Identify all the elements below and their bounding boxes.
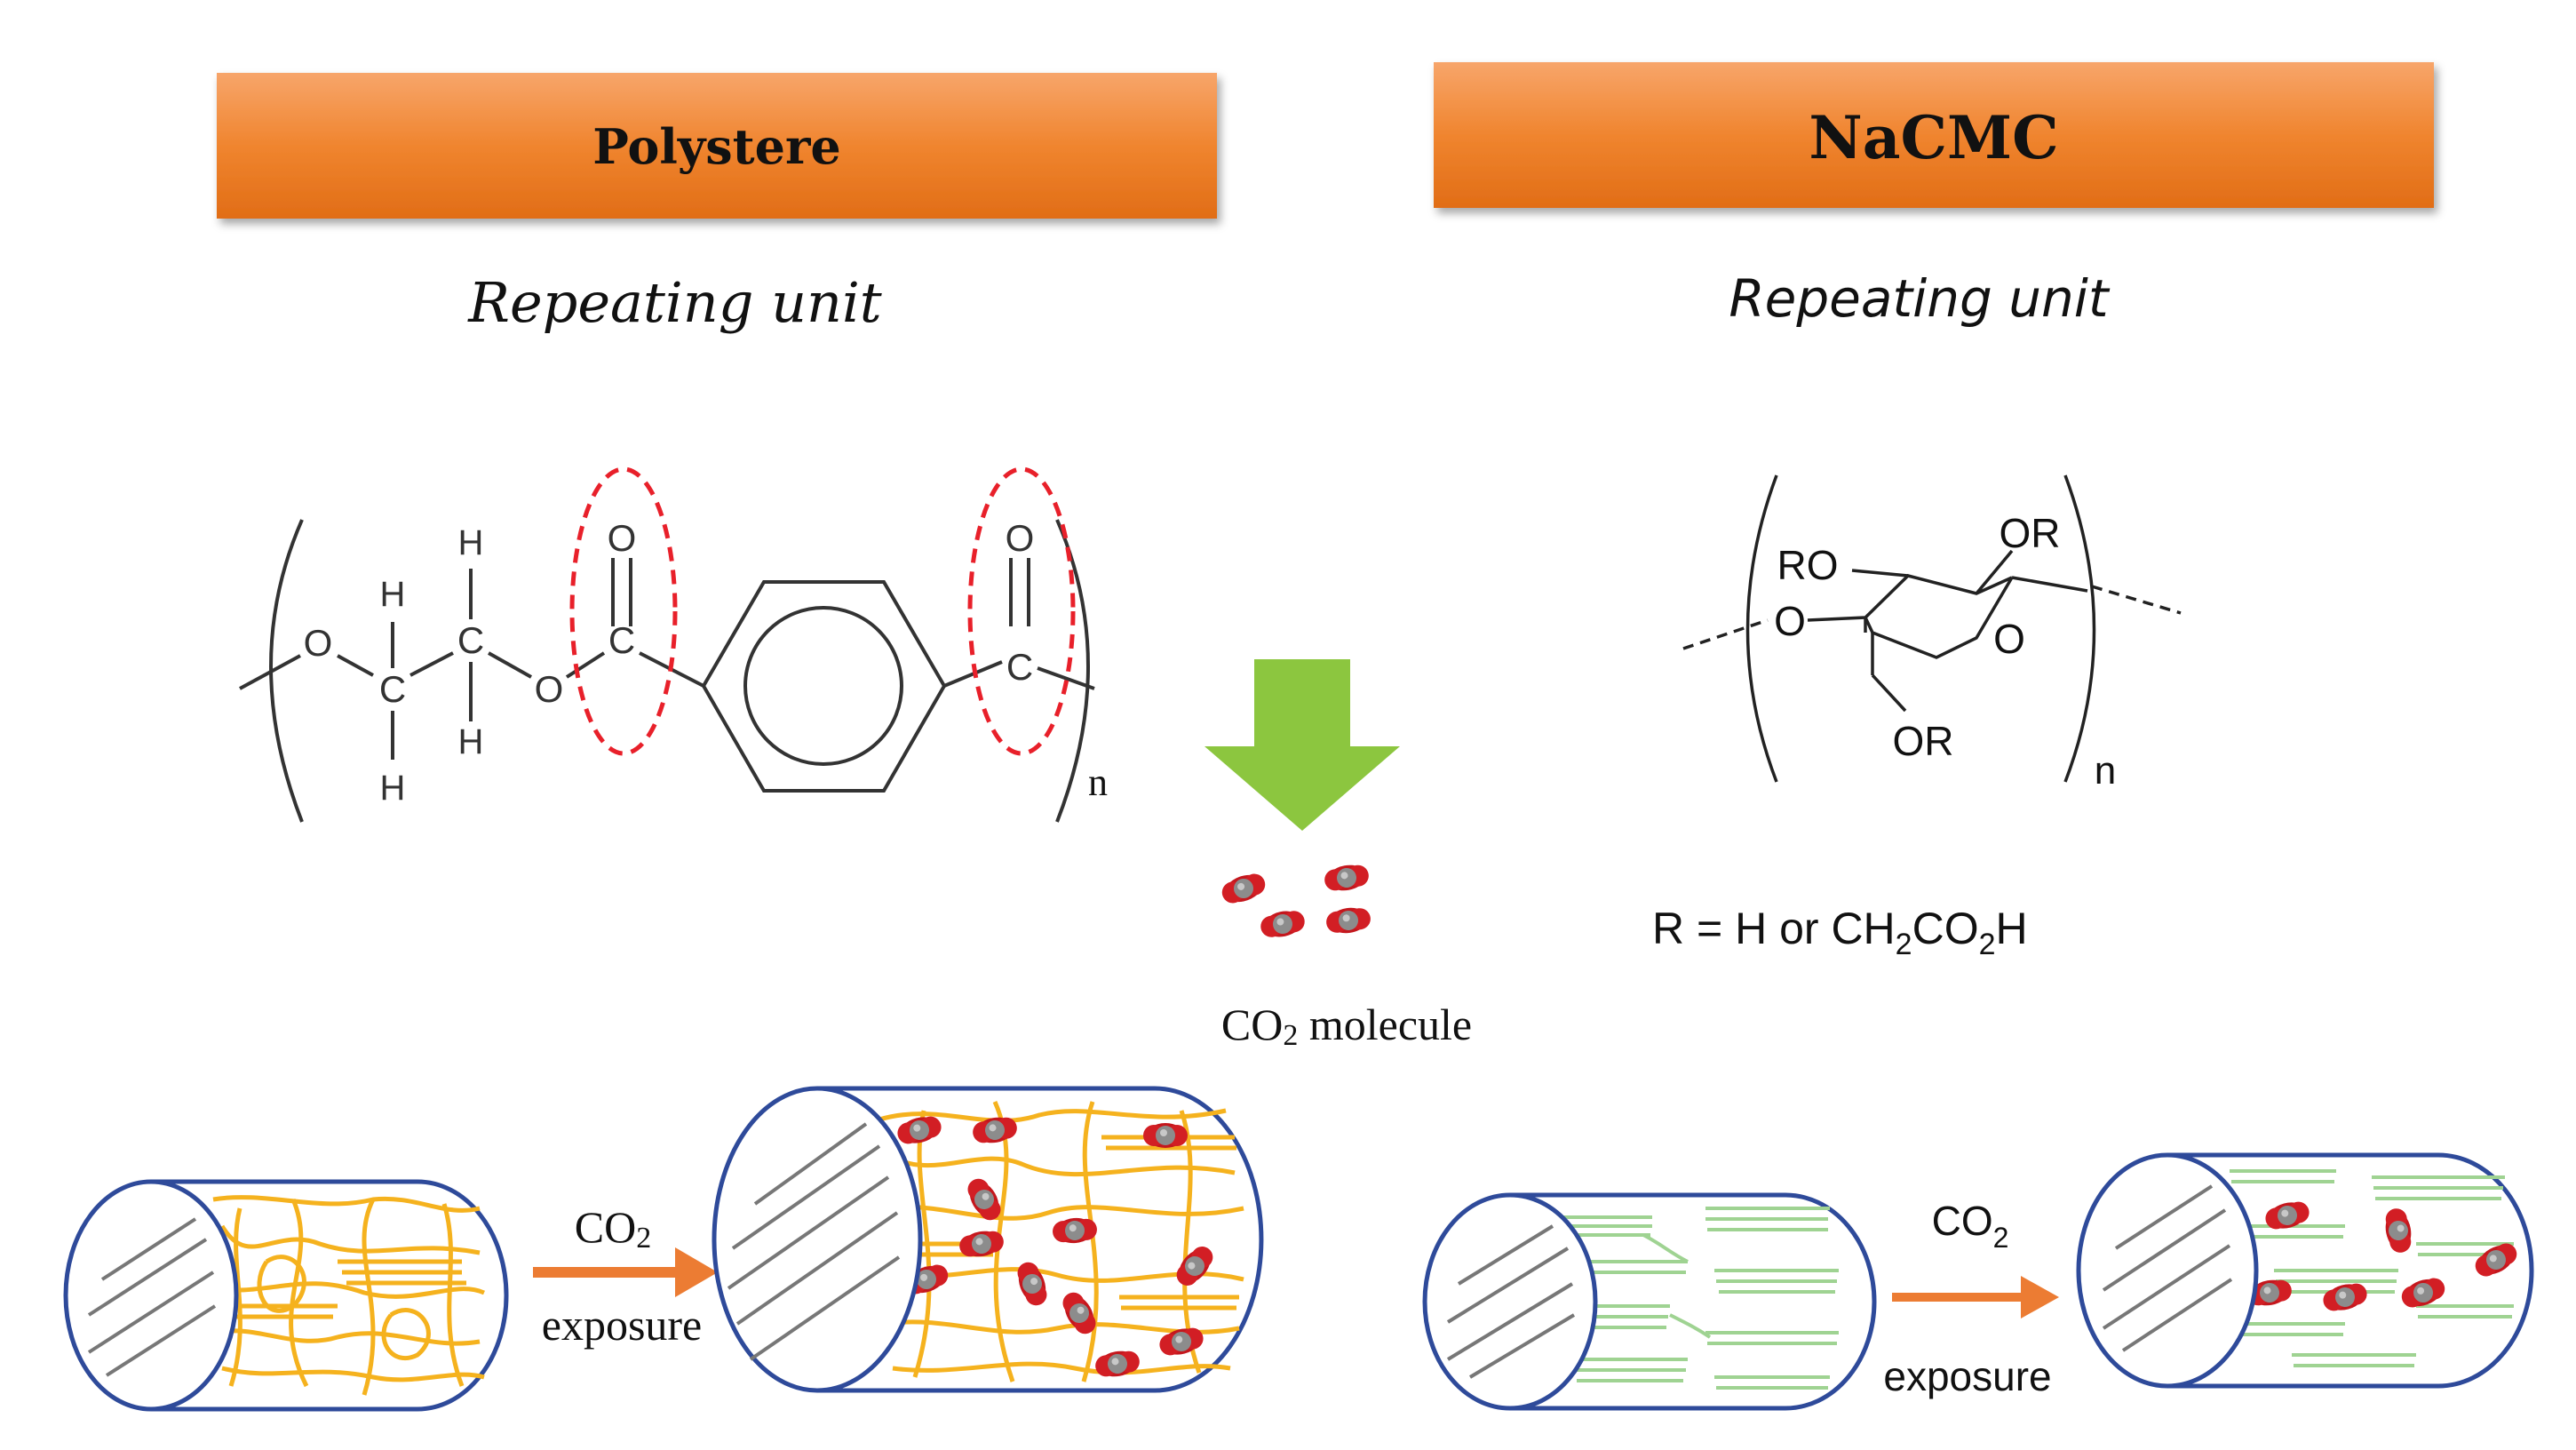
co2-molecule-icon <box>1218 869 1269 908</box>
co2-molecules-cluster <box>1218 861 1372 941</box>
polystere-co2-label: CO2 <box>575 1202 651 1255</box>
polystere-exposure-label: exposure <box>542 1300 703 1350</box>
nacmc-co2-label: CO2 <box>1932 1198 2009 1254</box>
polystere-banner <box>217 73 1217 219</box>
svg-text:O: O <box>608 517 637 559</box>
svg-text:C: C <box>457 619 484 661</box>
nacmc-groups: OR RO O O OR n <box>1774 510 2116 793</box>
svg-text:H: H <box>380 769 406 808</box>
svg-text:OR: OR <box>2000 510 2061 556</box>
carbonyl-highlight-2 <box>967 466 1076 756</box>
fiber-tangle <box>211 1195 485 1396</box>
svg-text:O: O <box>1774 598 1806 644</box>
left-bracket <box>269 519 304 823</box>
nacmc-panel: NaCMC Repeating unit OR RO O O OR n R <box>1434 62 2434 961</box>
svg-text:C: C <box>379 668 406 710</box>
nacmc-left-bracket <box>1745 474 1778 783</box>
svg-text:O: O <box>1993 616 2025 662</box>
co2-molecule-icon <box>1322 861 1371 895</box>
polystere-atoms: O H C H H C H O O C O C n <box>304 517 1108 808</box>
co2-molecule-label: CO2 molecule <box>1221 1000 1472 1052</box>
polystere-banner-title: Polystere <box>592 118 841 175</box>
nacmc-structure <box>1682 474 2182 783</box>
svg-text:n: n <box>1088 761 1108 804</box>
nacmc-banner <box>1434 62 2434 208</box>
svg-text:C: C <box>608 619 635 661</box>
r-definition: R = H or CH2CO2H <box>1652 904 2028 961</box>
nacmc-banner-title: NaCMC <box>1809 103 2058 172</box>
svg-text:O: O <box>304 622 333 664</box>
svg-text:O: O <box>1006 517 1035 559</box>
polystere-exposure-arrow: CO2 exposure <box>533 1202 718 1350</box>
right-bracket <box>1055 519 1090 823</box>
carbonyl-highlight-1 <box>569 466 678 756</box>
polystere-before-cylinder <box>63 1179 509 1412</box>
center-group: CO2 molecule <box>1205 659 1472 1052</box>
polystere-after-cylinder <box>712 1086 1264 1393</box>
green-fibers <box>1563 1207 1839 1390</box>
nacmc-after-cylinder <box>2076 1152 2534 1389</box>
nacmc-subtitle: Repeating unit <box>1729 268 2111 329</box>
svg-text:H: H <box>380 575 406 614</box>
svg-text:O: O <box>535 668 564 710</box>
green-down-arrow <box>1205 659 1400 831</box>
co2-molecule-icon <box>1324 904 1372 936</box>
nacmc-exposure-label: exposure <box>1883 1353 2051 1399</box>
svg-text:H: H <box>458 722 484 761</box>
nacmc-before-cylinder <box>1422 1192 1877 1411</box>
polystere-structure <box>239 519 1095 823</box>
co2-molecule-icon <box>1258 907 1308 941</box>
polystere-subtitle: Repeating unit <box>467 270 881 335</box>
svg-text:n: n <box>2095 749 2116 793</box>
svg-text:C: C <box>1006 646 1033 688</box>
nacmc-exposure-arrow: CO2 exposure <box>1883 1198 2059 1399</box>
svg-text:OR: OR <box>1893 718 1954 764</box>
polystere-panel: Polystere Repeating unit <box>217 73 1217 823</box>
svg-text:H: H <box>458 523 484 562</box>
nacmc-right-bracket <box>2063 474 2096 783</box>
svg-text:RO: RO <box>1777 542 1839 588</box>
